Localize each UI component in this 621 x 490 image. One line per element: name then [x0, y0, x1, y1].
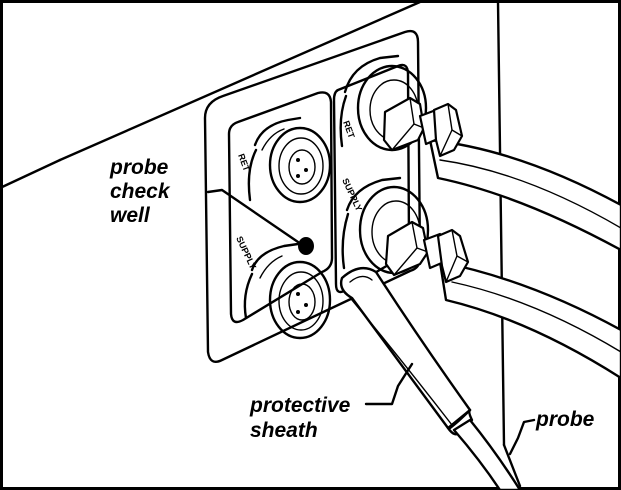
probe-leader	[508, 418, 536, 456]
probe-and-sheath	[339, 266, 522, 490]
label-protective-sheath-line-1: protective	[250, 394, 351, 417]
label-probe-check-well-line-2: check	[110, 180, 170, 203]
upper-hose	[428, 138, 621, 252]
probe-check-well-hole	[298, 237, 314, 255]
left-ret-connector	[247, 116, 332, 204]
lower-hose	[438, 260, 621, 380]
label-probe: probe	[536, 408, 595, 431]
left-supply-marking: SUPPLY	[234, 235, 258, 271]
mounting-plate	[203, 29, 422, 363]
label-protective-sheath-line-2: sheath	[250, 419, 318, 442]
right-ret-connector	[339, 54, 464, 158]
left-supply-connector	[243, 242, 332, 340]
probe-check-well-leader	[206, 188, 300, 244]
right-supply-marking: SUPPLY	[340, 177, 364, 213]
right-ret-marking: RET	[341, 119, 357, 140]
protective-sheath-leader	[364, 362, 414, 406]
cabinet-wall	[0, 0, 522, 488]
label-probe-check-well-line-3: well	[110, 204, 150, 227]
left-ret-marking: RET	[236, 152, 252, 173]
left-port-recess	[227, 91, 334, 324]
label-probe-check-well-line-1: probe	[110, 156, 169, 179]
right-supply-connector	[341, 176, 470, 284]
